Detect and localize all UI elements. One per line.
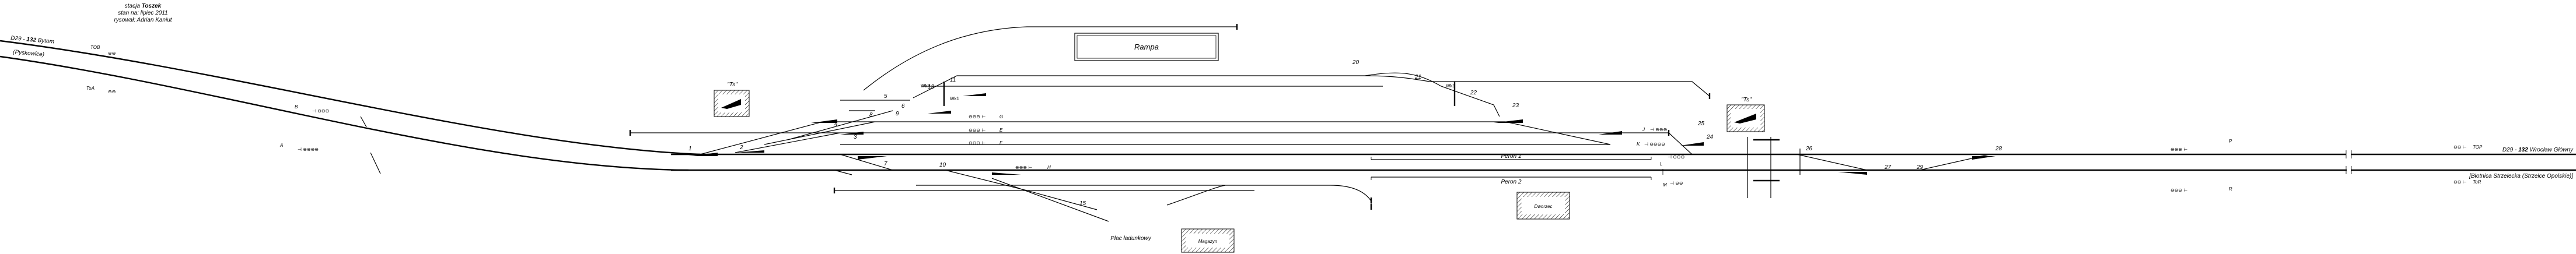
- nastawnia-west-label: "Ts": [727, 82, 738, 88]
- signal-h: H: [1047, 165, 1051, 170]
- svg-text:⊣ ⊖⊖⊖⊖: ⊣ ⊖⊖⊖⊖: [1644, 142, 1665, 147]
- signal-e: E: [999, 128, 1003, 133]
- signal-m: M: [1663, 182, 1667, 188]
- rampa-label: Rampa: [1134, 43, 1159, 51]
- switch-15: 15: [1079, 200, 1086, 207]
- switch-3: 3: [854, 134, 857, 140]
- switch-11: 11: [950, 77, 956, 83]
- signal-j: J: [1642, 127, 1645, 132]
- peron-2-label: Peron 2: [1501, 179, 1521, 185]
- signal-p: P: [2229, 139, 2232, 144]
- signal-b: B: [295, 104, 298, 110]
- svg-text:⊣ ⊖⊖⊖: ⊣ ⊖⊖⊖: [312, 108, 329, 114]
- svg-text:⊣ ⊖⊖⊖⊖: ⊣ ⊖⊖⊖⊖: [298, 147, 319, 152]
- switch-22: 22: [1470, 90, 1477, 96]
- svg-text:⊣ ⊖⊖: ⊣ ⊖⊖: [1670, 181, 1683, 186]
- signal-box-west: "Ts": [714, 82, 750, 117]
- svg-text:⊣ ⊖⊖⊖: ⊣ ⊖⊖⊖: [1668, 154, 1684, 160]
- buffers: [629, 24, 1801, 210]
- left-line-direction: Bytom: [37, 37, 54, 45]
- svg-text:⊖⊖ ⊢: ⊖⊖ ⊢: [2453, 179, 2467, 185]
- switch-8: 8: [869, 112, 873, 118]
- switch-26: 26: [1805, 146, 1813, 152]
- signals-right: ⊖⊖⊖ ⊢ P ⊖⊖⊖ ⊢ R ⊖⊖ ⊢ TOP ⊖⊖ ⊢ ToR: [2170, 139, 2483, 193]
- switch-6: 6: [901, 103, 905, 110]
- signals-station: ⊖⊖⊖ ⊢ E ⊖⊖⊖ ⊢ F ⊖⊖⊖ ⊢ G ⊖⊖⊖ ⊢ H J ⊣ ⊖⊖⊖ …: [969, 114, 1684, 188]
- left-line-label: D29 - 132 Bytom (Pyskowice): [11, 35, 55, 58]
- author: rysował: Adrian Kaniut: [114, 17, 172, 23]
- switch-4: 4: [834, 121, 838, 128]
- switch-markers: [688, 93, 1995, 175]
- left-line-sub: (Pyskowice): [13, 49, 45, 58]
- svg-text:⊣ ⊖⊖⊖: ⊣ ⊖⊖⊖: [1650, 127, 1667, 132]
- svg-text:⊖⊖⊖ ⊢: ⊖⊖⊖ ⊢: [1015, 165, 1032, 170]
- rampa-box: [1074, 33, 1219, 61]
- switch-2: 2: [739, 144, 743, 151]
- svg-text:stacja Toszek: stacja Toszek: [125, 3, 162, 9]
- svg-text:⊖⊖ ⊢: ⊖⊖ ⊢: [2453, 144, 2467, 150]
- switch-28: 28: [1995, 146, 2002, 152]
- station-header: stacja Toszek stan na: lipiec 2011 rysow…: [114, 3, 172, 23]
- derailers: Wk1 Wk2 Wk3: [921, 82, 1456, 106]
- switch-13: 13: [928, 84, 935, 90]
- signal-a: A: [279, 143, 283, 148]
- svg-text:⊖⊖⊖ ⊢: ⊖⊖⊖ ⊢: [2170, 188, 2187, 193]
- switch-27: 27: [1884, 164, 1892, 171]
- right-line-number: 132: [2518, 147, 2528, 153]
- peron-1-label: Peron 1: [1501, 153, 1521, 160]
- signal-l: L: [1660, 161, 1662, 167]
- buildings: Rampa Peron 1 Peron 2 Dworzec Magazyn Pl…: [1074, 33, 1652, 253]
- switch-1: 1: [688, 146, 692, 152]
- signal-f: F: [999, 140, 1003, 146]
- plac-label: Plac ładunkowy: [1110, 235, 1151, 242]
- right-line-sub: [Błotnica Strzelecka (Strzelce Opolskie)…: [2469, 173, 2573, 179]
- signal-box-east: "Ts": [1726, 97, 1765, 132]
- switch-numbers: 1 2 3 4 5 6 7 8 9 10 11 13 15 20 21 22 2…: [688, 59, 2002, 207]
- left-approach-tracks: [0, 40, 701, 174]
- switch-21: 21: [1414, 74, 1421, 80]
- right-line-direction: Wrocław Główny: [2530, 147, 2574, 153]
- switch-23: 23: [1512, 103, 1519, 109]
- svg-text:⊖⊖⊖ ⊢: ⊖⊖⊖ ⊢: [969, 128, 985, 133]
- station-name: Toszek: [142, 3, 162, 9]
- svg-text:⊖⊖: ⊖⊖: [108, 89, 116, 94]
- right-line-prefix: D29 -: [2502, 147, 2517, 153]
- right-line-label: D29 - 132 Wrocław Główny [Błotnica Strze…: [2469, 147, 2574, 179]
- signal-toB: TOB: [90, 45, 100, 50]
- dworzec-label: Dworzec: [1534, 204, 1552, 209]
- main-tracks: [630, 26, 2576, 222]
- svg-text:⊖⊖⊖ ⊢: ⊖⊖⊖ ⊢: [969, 140, 985, 146]
- nastawnia-east-label: "Ts": [1741, 97, 1752, 103]
- derailer-wk1: Wk1: [950, 96, 960, 101]
- switch-5: 5: [884, 93, 887, 100]
- signal-toA: ToA: [86, 86, 95, 91]
- signal-g: G: [999, 114, 1003, 119]
- left-line-number: 132: [26, 36, 37, 43]
- derailer-wk3: Wk3: [1446, 83, 1456, 89]
- switch-10: 10: [939, 162, 946, 168]
- switch-9: 9: [896, 111, 899, 117]
- svg-text:⊖⊖⊖ ⊢: ⊖⊖⊖ ⊢: [2170, 147, 2187, 152]
- svg-text:⊖⊖: ⊖⊖: [108, 51, 116, 56]
- left-line-prefix: D29 -: [11, 35, 26, 43]
- switch-29: 29: [1916, 164, 1924, 171]
- svg-text:D29 - 132 Wrocław: D29 - 132 Wrocław Główny: [2502, 147, 2574, 153]
- signal-topr: TOP: [2473, 144, 2483, 150]
- state-date: stan na: lipiec 2011: [118, 10, 167, 16]
- switch-24: 24: [1706, 134, 1714, 140]
- signal-k: K: [1637, 142, 1640, 147]
- signals-left: TOB ⊖⊖ ToA ⊖⊖ B ⊣ ⊖⊖⊖ A ⊣ ⊖⊖⊖⊖: [86, 45, 329, 152]
- svg-text:D29 - 132 Bytom: D29 - 132 Bytom: [11, 35, 55, 45]
- signal-r: R: [2229, 186, 2232, 192]
- switch-25: 25: [1697, 121, 1705, 127]
- station-label: stacja: [125, 3, 141, 9]
- magazyn-label: Magazyn: [1198, 239, 1218, 244]
- derailer-wk2: Wk2: [921, 83, 931, 89]
- switch-20: 20: [1352, 59, 1359, 66]
- svg-text:⊖⊖⊖ ⊢: ⊖⊖⊖ ⊢: [969, 114, 985, 119]
- signal-tor: ToR: [2473, 179, 2481, 185]
- switch-7: 7: [884, 161, 887, 167]
